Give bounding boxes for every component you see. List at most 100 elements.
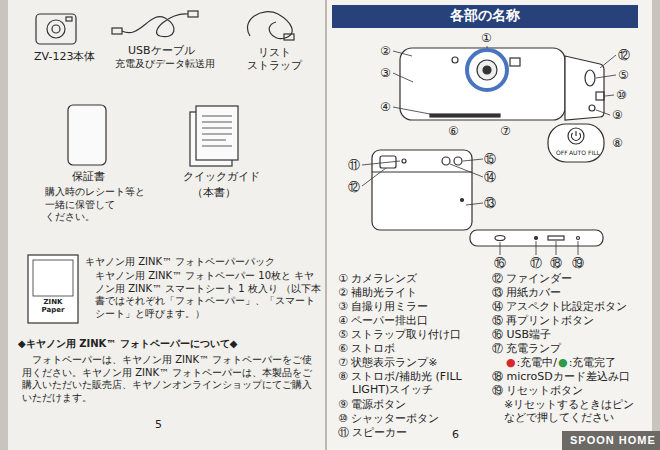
page-number: 6 — [452, 428, 459, 441]
callout-number: ⑦ — [500, 124, 511, 138]
callout-number: ⑱ — [550, 256, 562, 270]
sd-slot — [548, 236, 564, 240]
callout-number: ③ — [380, 66, 391, 80]
cable-plug — [188, 11, 198, 17]
lamp-note: :充電完了 — [569, 356, 617, 369]
item-name: ZV-123本体 — [34, 50, 95, 63]
reset-hole — [577, 237, 580, 240]
camera-body — [36, 14, 76, 44]
part-name: ⑨ 電源ボタン — [338, 398, 406, 411]
lamp-dot: ● — [558, 356, 568, 369]
usb-cable-icon — [112, 11, 198, 37]
camera-flash — [66, 17, 72, 21]
bottom-view — [470, 230, 603, 255]
part-name: ⑤ ストラップ取り付け口 — [338, 328, 461, 341]
callout-number: ⑪ — [348, 158, 360, 172]
heading-band — [332, 5, 638, 28]
callout-number: ① — [481, 31, 492, 45]
item-note: 充電及びデータ転送用 — [115, 58, 215, 71]
paper-pack-icon — [28, 255, 78, 323]
camera-lens — [47, 20, 65, 38]
callout-number: ⑥ — [448, 124, 459, 138]
camera-bottom — [470, 230, 603, 246]
lamp-note: :充電中/ — [517, 356, 557, 369]
part-name: ⑫ ファインダー — [492, 272, 573, 285]
switch-position: OFF — [556, 149, 568, 156]
usb-port — [495, 236, 505, 241]
watermark-patch — [562, 431, 660, 450]
switch-plate — [548, 124, 604, 162]
guide-lines — [202, 116, 232, 146]
cover-edge — [372, 171, 472, 172]
item-name: USBケーブル — [128, 44, 195, 57]
strap-hole — [585, 70, 595, 86]
part-name: ⑧ ストロボ/補助光 (FILL LIGHT)スイッチ — [338, 370, 482, 396]
page-number: 5 — [155, 418, 162, 431]
selfie-mirror — [510, 58, 520, 66]
callout-number: ⑮ — [484, 152, 496, 166]
part-name: ⑪ スピーカー — [338, 426, 408, 439]
power-symbol — [572, 131, 581, 140]
item-name: 保証書 — [72, 170, 105, 183]
leader-lines — [500, 241, 578, 255]
aspect-button — [442, 157, 450, 165]
part-name: ⑥ ストロボ — [338, 342, 395, 355]
callout-number: ⑯ — [494, 256, 506, 270]
item-note: 購入時のレシート等と 一緒に保管して ください。 — [45, 186, 163, 224]
back-view — [362, 150, 483, 230]
shutter-button — [596, 92, 604, 100]
lamp-dot: ● — [506, 356, 516, 369]
callout-number: ⑧ — [612, 136, 623, 150]
guide-icon — [190, 106, 238, 166]
part-name: ⑮ 再プリントボタン — [492, 314, 595, 327]
pack-window — [33, 260, 73, 296]
callout-number: ⑨ — [612, 108, 623, 122]
callout-number: ② — [380, 44, 391, 58]
callout-number: ⑲ — [572, 256, 584, 270]
page-heading: 各部の名称 — [332, 7, 638, 24]
power-button — [589, 105, 595, 111]
front-view — [393, 46, 616, 120]
part-name: ⑩ シャッターボタン — [338, 412, 439, 425]
part-name: ④ ペーパー排出口 — [338, 314, 428, 327]
item-name: キヤノン用 ZINK™ フォトペーパーパック — [85, 256, 275, 269]
callout-number: ④ — [380, 100, 391, 114]
leader-lines — [393, 46, 616, 115]
switch-position: FILL — [588, 149, 600, 156]
reprint-button — [454, 157, 462, 165]
part-name: ⑭ アスペクト比設定ボタン — [492, 300, 628, 313]
left-page — [8, 0, 326, 450]
part-name: ⑦ 状態表示ランプ※ — [338, 356, 438, 369]
cable-plug — [112, 28, 122, 34]
body-text: フォトペーパーは、キヤノン用 ZINK™ フォトペーパーをご使用ください。キヤノ… — [22, 354, 320, 404]
lens-ring — [467, 50, 507, 90]
callout-number: ⑭ — [484, 170, 496, 184]
watermark: SPOON HOME — [570, 434, 656, 447]
switch-knob — [568, 128, 584, 144]
part-name: ① カメラレンズ — [338, 272, 417, 285]
item-note: （本書） — [192, 186, 236, 199]
right-page — [326, 0, 652, 450]
camera-icon — [36, 14, 76, 44]
cable-wire — [122, 14, 188, 37]
charge-lamp — [535, 237, 538, 240]
speaker — [402, 159, 406, 163]
camera-lens-inner — [52, 25, 60, 33]
part-name: ② 補助光ライト — [338, 286, 417, 299]
guide-page — [196, 106, 238, 160]
callout-number: ⑫ — [618, 48, 630, 62]
part-name: ⑯ USB端子 — [492, 328, 551, 341]
callout-number: ⑰ — [530, 256, 542, 270]
part-name: ⑬ 用紙カバー — [492, 286, 562, 299]
part-name: ③ 自撮り用ミラー — [338, 300, 428, 313]
part-name: ⑱ microSDカード差込み口 — [492, 370, 630, 383]
camera-front — [400, 48, 565, 120]
mode-switch — [548, 124, 604, 162]
pack-box — [28, 255, 78, 323]
lens-center — [483, 66, 491, 74]
item-name: リスト ストラップ — [243, 46, 305, 72]
part-name: ⑰ 充電ランプ — [492, 342, 562, 355]
pack-logo: ZINK Paper — [36, 299, 70, 314]
part-note: ※リセットするときはピン などで押してください — [504, 398, 644, 424]
